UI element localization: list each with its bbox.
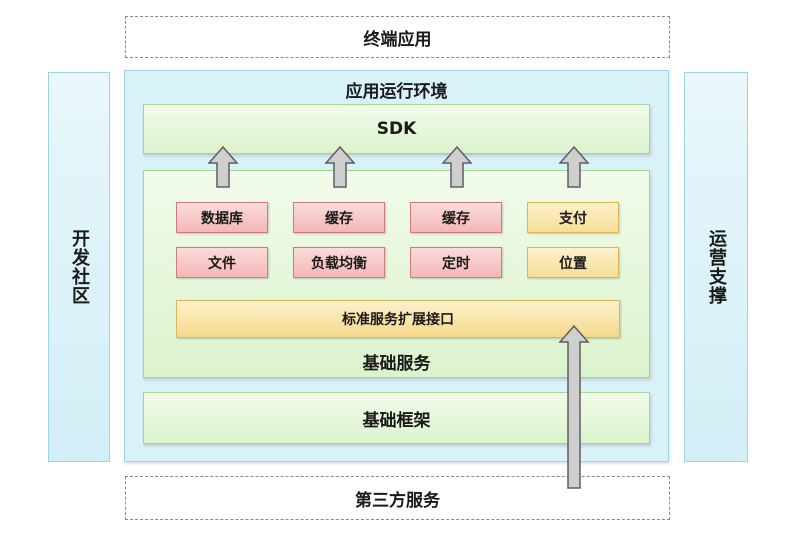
long-up-arrow [558, 324, 590, 489]
module-payment: 支付 [527, 202, 619, 233]
module-label: 位置 [559, 255, 587, 272]
up-arrow-2 [324, 145, 356, 188]
module-label: 负载均衡 [311, 255, 367, 272]
up-arrow-1 [207, 145, 239, 188]
third-party-services-label: 第三方服务 [355, 490, 440, 511]
module-location: 位置 [527, 247, 619, 278]
module-label: 文件 [208, 255, 236, 272]
extension-interface-label: 标准服务扩展接口 [342, 312, 454, 328]
base-services-title: 基础服务 [362, 354, 431, 374]
base-framework-label: 基础框架 [362, 410, 431, 431]
module-label: 支付 [559, 210, 587, 227]
up-arrow-3 [441, 145, 473, 188]
module-cache-2: 缓存 [410, 202, 502, 233]
dev-community-panel: 开发社区 [48, 72, 110, 462]
module-file: 文件 [176, 247, 268, 278]
module-load-balancing: 负载均衡 [293, 247, 385, 278]
runtime-environment-title: 应用运行环境 [345, 82, 448, 102]
operations-support-label: 运营支撑 [706, 229, 727, 305]
module-label: 缓存 [442, 210, 470, 227]
sdk-layer: SDK [143, 104, 650, 154]
standard-service-extension-interface: 标准服务扩展接口 [176, 300, 620, 338]
up-arrow-4 [558, 145, 590, 188]
dev-community-label: 开发社区 [69, 229, 90, 305]
sdk-label: SDK [376, 119, 417, 139]
module-cache: 缓存 [293, 202, 385, 233]
base-framework-layer: 基础框架 [143, 392, 650, 444]
module-label: 数据库 [201, 210, 243, 227]
module-label: 缓存 [325, 210, 353, 227]
operations-support-panel: 运营支撑 [684, 72, 748, 462]
terminal-app-label: 终端应用 [363, 29, 432, 50]
module-database: 数据库 [176, 202, 268, 233]
terminal-app-layer: 终端应用 [125, 16, 670, 58]
module-timer: 定时 [410, 247, 502, 278]
module-label: 定时 [442, 255, 470, 272]
